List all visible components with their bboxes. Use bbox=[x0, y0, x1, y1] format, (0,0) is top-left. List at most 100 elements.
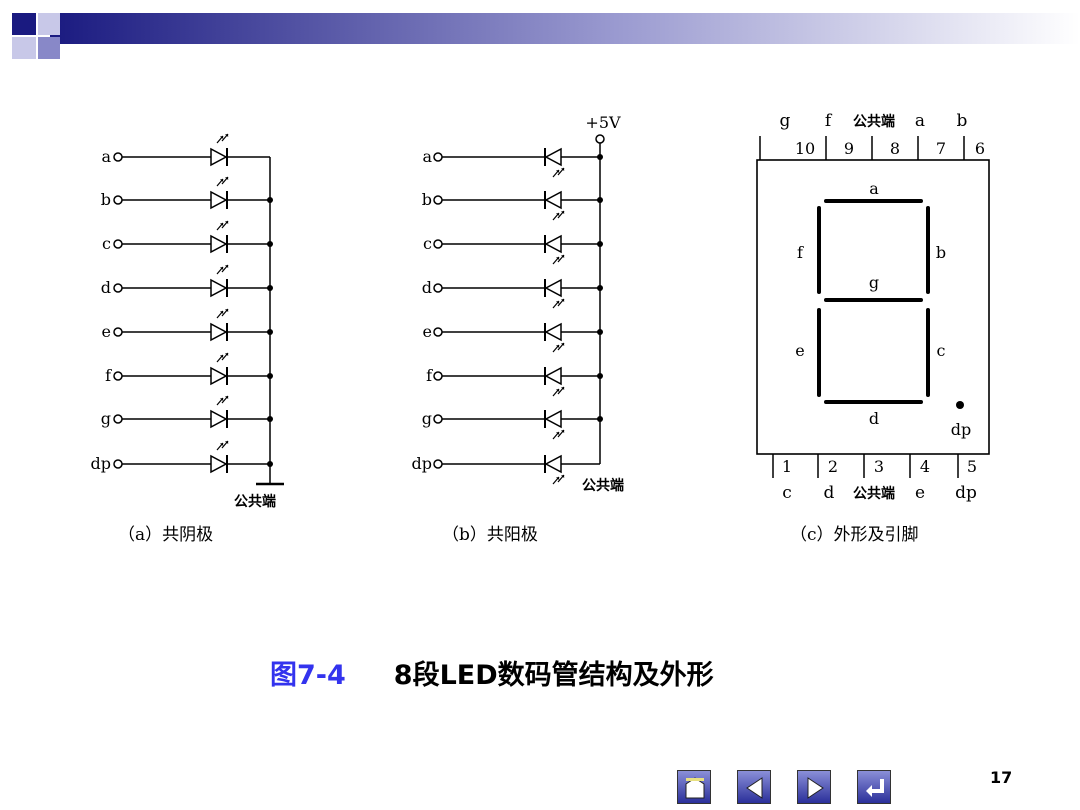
pin-label-e: e bbox=[423, 322, 432, 341]
pin-label-dp: dp bbox=[412, 454, 432, 473]
common-cathode-circuit: a bc de f g dp 公共端 （a）共阴极 bbox=[91, 133, 284, 545]
terminal-f bbox=[113, 371, 123, 381]
led-diode-icon bbox=[544, 147, 562, 167]
terminal-b bbox=[113, 195, 123, 205]
pin-label-g: g bbox=[422, 409, 432, 428]
top-pin-label-2: 公共端 bbox=[853, 113, 895, 130]
terminal-g bbox=[433, 414, 443, 424]
segment-label-d: d bbox=[869, 409, 879, 428]
light-arrows-icon bbox=[216, 264, 229, 275]
figure-caption: 图7-4 8段LED数码管结构及外形 bbox=[270, 652, 714, 692]
led-diode-icon bbox=[210, 454, 228, 474]
pin-label-f: f bbox=[105, 366, 112, 385]
light-arrows-icon bbox=[552, 298, 565, 309]
anode-row-d: d bbox=[422, 278, 603, 309]
pin-label-b: b bbox=[101, 190, 111, 209]
pin-label-dp: dp bbox=[91, 454, 111, 473]
supply-terminal bbox=[595, 134, 605, 144]
arrow-left-icon bbox=[746, 777, 763, 799]
led-diode-icon bbox=[210, 322, 228, 342]
anode-row-b: b bbox=[422, 190, 603, 221]
led-diode-icon bbox=[544, 409, 562, 429]
light-arrows-icon bbox=[216, 440, 229, 451]
segment-label-c: c bbox=[937, 341, 946, 360]
top-pin-number-10: 10 bbox=[795, 139, 815, 158]
bottom-pin-number-3: 3 bbox=[874, 457, 884, 476]
bottom-pin-label-2: 公共端 bbox=[853, 485, 895, 502]
led-diode-icon bbox=[210, 190, 228, 210]
header-decoration bbox=[12, 13, 1080, 59]
light-arrows-icon bbox=[552, 210, 565, 221]
segment-label-g: g bbox=[869, 273, 879, 292]
top-pin-label-4: b bbox=[957, 111, 968, 131]
cathode-row-a: a bbox=[101, 133, 270, 167]
pin-label-c: c bbox=[423, 234, 432, 253]
bottom-pin-number-2: 2 bbox=[828, 457, 838, 476]
light-arrows-icon bbox=[552, 254, 565, 265]
subcaption-a: （a）共阴极 bbox=[118, 525, 213, 545]
led-diode-icon bbox=[544, 366, 562, 386]
terminal-a bbox=[113, 152, 123, 162]
common-terminal-label: 公共端 bbox=[234, 493, 276, 510]
cathode-row-dp: dp bbox=[91, 440, 270, 474]
home-button[interactable] bbox=[677, 770, 711, 804]
terminal-c bbox=[113, 239, 123, 249]
anode-row-f: f bbox=[426, 366, 603, 397]
top-pin-number-6: 6 bbox=[975, 139, 985, 158]
cathode-row-e: e bbox=[102, 308, 273, 342]
return-button[interactable] bbox=[857, 770, 891, 804]
top-pin-number-7: 7 bbox=[936, 139, 946, 158]
led-diode-icon bbox=[210, 366, 228, 386]
terminal-b bbox=[433, 195, 443, 205]
top-pin-number-8: 8 bbox=[890, 139, 900, 158]
common-terminal-label: 公共端 bbox=[582, 477, 624, 494]
pin-label-a: a bbox=[101, 147, 111, 166]
cathode-row-c: c bbox=[102, 220, 273, 254]
terminal-dp bbox=[113, 459, 123, 469]
anode-row-e: e bbox=[423, 322, 603, 353]
package-body bbox=[756, 159, 990, 455]
pin-label-g: g bbox=[101, 409, 111, 428]
next-button[interactable] bbox=[797, 770, 831, 804]
led-diode-icon bbox=[544, 278, 562, 298]
pin-label-d: d bbox=[101, 278, 111, 297]
light-arrows-icon bbox=[552, 474, 565, 485]
segment-dp bbox=[956, 401, 964, 409]
light-arrows-icon bbox=[216, 133, 229, 144]
bottom-pin-label-3: e bbox=[915, 483, 925, 503]
segment-label-dp: dp bbox=[951, 420, 971, 439]
terminal-e bbox=[433, 327, 443, 337]
led-diode-icon bbox=[210, 147, 228, 167]
led-diode-icon bbox=[544, 454, 562, 474]
pin-label-d: d bbox=[422, 278, 432, 297]
subcaption-b: （b）共阳极 bbox=[442, 525, 538, 545]
light-arrows-icon bbox=[216, 176, 229, 187]
previous-button[interactable] bbox=[737, 770, 771, 804]
page-number: 17 bbox=[990, 768, 1013, 787]
top-pin-label-1: f bbox=[825, 111, 833, 131]
bottom-pin-label-0: c bbox=[782, 483, 792, 503]
common-anode-circuit: a b c d e f g dp +5V 公共端 （b）共阳极 bbox=[412, 113, 624, 545]
terminal-f bbox=[433, 371, 443, 381]
cathode-row-f: f bbox=[105, 352, 273, 386]
bottom-pin-number-1: 1 bbox=[782, 457, 792, 476]
pin-label-f: f bbox=[426, 366, 433, 385]
terminal-g bbox=[113, 414, 123, 424]
led-diode-icon bbox=[544, 190, 562, 210]
light-arrows-icon bbox=[552, 386, 565, 397]
segment-label-a: a bbox=[869, 179, 879, 198]
light-arrows-icon bbox=[552, 167, 565, 178]
terminal-c bbox=[433, 239, 443, 249]
cathode-row-g: g bbox=[101, 395, 273, 429]
terminal-a bbox=[433, 152, 443, 162]
supply-label: +5V bbox=[585, 113, 621, 132]
terminal-d bbox=[113, 283, 123, 293]
subcaption-c: （c）外形及引脚 bbox=[790, 525, 919, 545]
top-pin-label-0: g bbox=[780, 111, 791, 131]
cathode-row-d: d bbox=[101, 264, 273, 298]
pin-label-b: b bbox=[422, 190, 432, 209]
pin-label-a: a bbox=[422, 147, 432, 166]
bottom-pin-number-5: 5 bbox=[967, 457, 977, 476]
light-arrows-icon bbox=[216, 352, 229, 363]
